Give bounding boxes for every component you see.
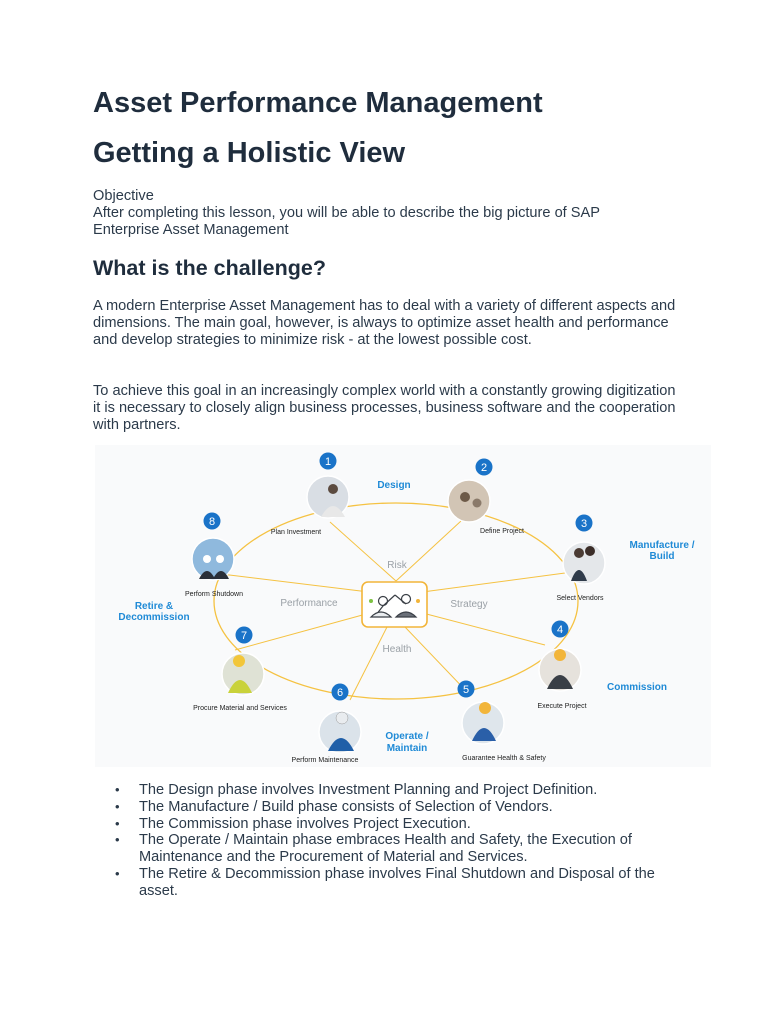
step-label: Guarantee Health & Safety — [462, 755, 546, 762]
strategy-label: Strategy — [450, 599, 487, 610]
perform-shutdown-photo — [192, 538, 234, 580]
list-item: •The Commission phase involves Project E… — [93, 816, 683, 833]
paragraph-2: To achieve this goal in an increasingly … — [93, 383, 683, 434]
phase-bullet-list: •The Design phase involves Investment Pl… — [93, 782, 683, 900]
step-label: Perform Shutdown — [185, 591, 243, 598]
step-label: Select Vendors — [556, 595, 604, 602]
page-subtitle: Getting a Holistic View — [93, 137, 405, 170]
step-label: Define Project — [480, 528, 524, 535]
step-number: 7 — [241, 630, 247, 642]
risk-label: Risk — [387, 560, 407, 571]
step-label: Plan Investment — [271, 529, 321, 536]
objective-label: Objective — [93, 188, 683, 205]
phase-retire-line2: Decommission — [118, 612, 189, 623]
phase-operate-line1: Operate / — [385, 731, 429, 742]
phase-design: Design — [377, 480, 410, 491]
step-number: 2 — [481, 462, 487, 474]
list-item: •The Retire & Decommission phase involve… — [93, 866, 683, 900]
center-box — [362, 582, 427, 627]
phase-manufacture-line1: Manufacture / — [629, 540, 694, 551]
step-number: 6 — [337, 687, 343, 699]
performance-label: Performance — [280, 598, 338, 609]
step-number: 8 — [209, 516, 215, 528]
step-number: 1 — [325, 456, 331, 468]
step-number: 3 — [581, 518, 587, 530]
list-item: •The Manufacture / Build phase consists … — [93, 799, 683, 816]
phase-operate-line2: Maintain — [387, 743, 428, 754]
step-label: Perform Maintenance — [292, 757, 359, 764]
paragraph-1: A modern Enterprise Asset Management has… — [93, 298, 683, 349]
list-item: •The Design phase involves Investment Pl… — [93, 782, 683, 799]
step-label: Execute Project — [537, 703, 586, 710]
step-label: Procure Material and Services — [193, 705, 287, 712]
phase-commission: Commission — [607, 682, 667, 693]
step-number: 5 — [463, 684, 469, 696]
section-heading: What is the challenge? — [93, 256, 326, 281]
define-project-photo — [448, 480, 490, 522]
objective-text: After completing this lesson, you will b… — [93, 205, 653, 239]
phase-retire-line1: Retire & — [135, 601, 173, 612]
health-label: Health — [383, 644, 412, 655]
page-title: Asset Performance Management — [93, 87, 543, 120]
asset-lifecycle-diagram: Risk Performance Strategy Health Design … — [95, 445, 711, 767]
list-item: •The Operate / Maintain phase embraces H… — [93, 832, 683, 866]
step-number: 4 — [557, 624, 563, 636]
phase-manufacture-line2: Build — [650, 551, 675, 562]
